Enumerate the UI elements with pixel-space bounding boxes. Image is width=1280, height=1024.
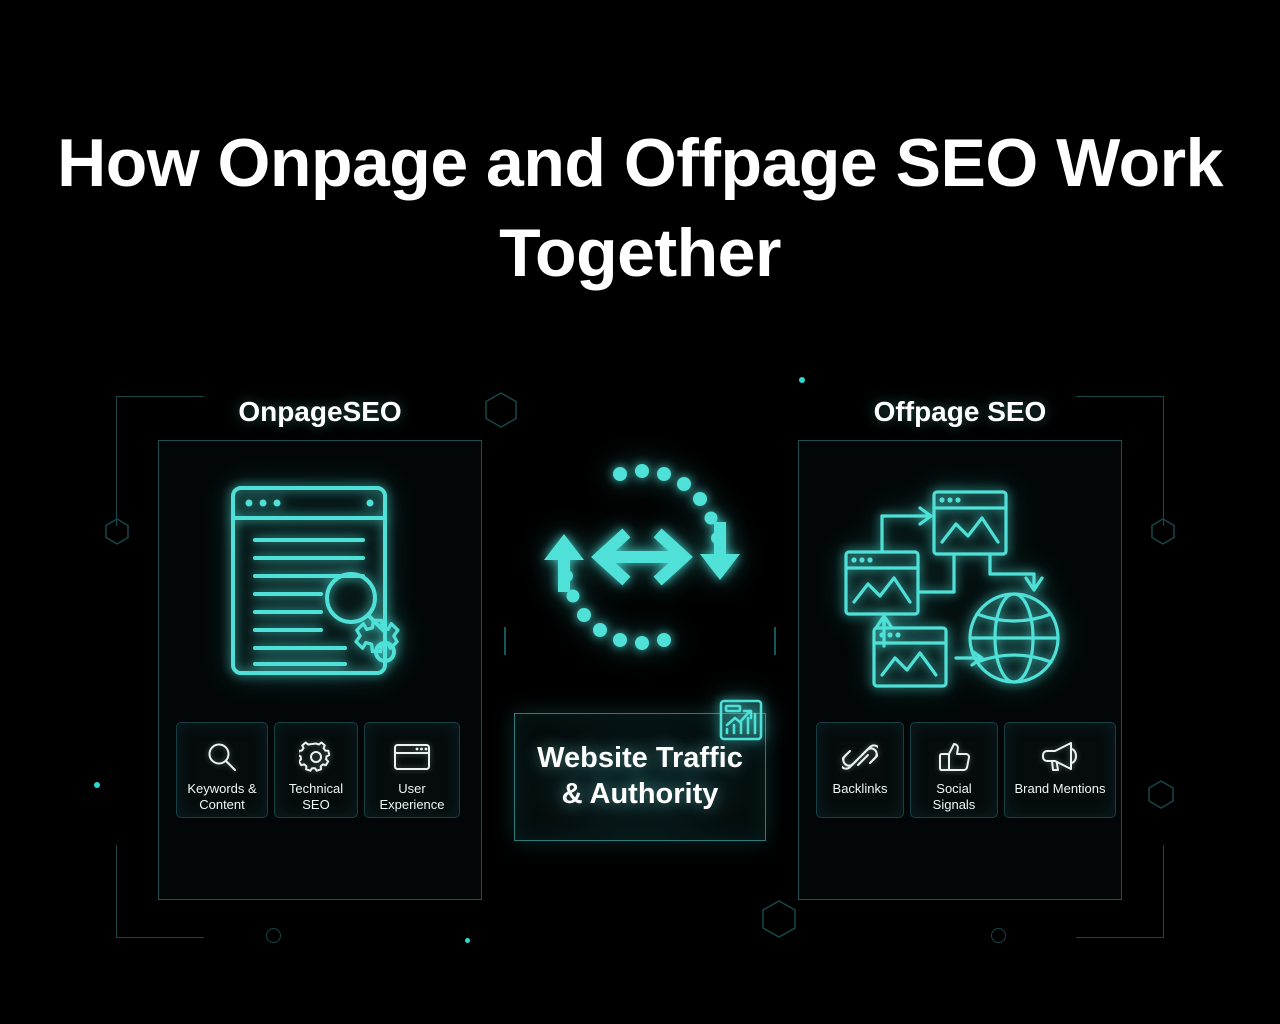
right-panel-heading: Offpage SEO bbox=[873, 396, 1047, 427]
growth-chart-icon bbox=[718, 698, 764, 747]
center-box-label: Website Traffic & Authority bbox=[537, 742, 743, 810]
chip-keywords-content[interactable]: Keywords & Content bbox=[176, 722, 268, 818]
website-traffic-authority-box: Website Traffic & Authority bbox=[514, 713, 766, 841]
dot-decor-top-right bbox=[799, 377, 805, 383]
hexagon-decor-left bbox=[105, 518, 129, 550]
chip-user-experience[interactable]: User Experience bbox=[364, 722, 460, 818]
hexagon-decor-bottom-center bbox=[762, 900, 796, 943]
chip-technical-seo[interactable]: Technical SEO bbox=[274, 722, 358, 818]
chip-backlinks[interactable]: Backlinks bbox=[816, 722, 904, 818]
chip-label: Backlinks bbox=[832, 781, 888, 796]
bidirectional-sync-arrows-icon bbox=[512, 442, 772, 677]
right-panel bbox=[798, 440, 1122, 900]
gear-icon bbox=[299, 737, 333, 777]
chip-brand-mentions[interactable]: Brand Mentions bbox=[1004, 722, 1116, 818]
right-chip-row: Backlinks Social Signals Brand Mentions bbox=[816, 722, 1116, 818]
corner-bracket-top-left bbox=[116, 396, 204, 526]
corner-bracket-bottom-right bbox=[1076, 845, 1164, 938]
page-title: How Onpage and Offpage SEO Work Together bbox=[57, 125, 1223, 292]
chip-label: Social Signals bbox=[932, 781, 976, 812]
dot-decor-bottom-center bbox=[465, 938, 470, 943]
corner-bracket-bottom-left bbox=[116, 845, 204, 938]
network-globe-icon bbox=[838, 470, 1068, 695]
hexagon-decor-top-center bbox=[485, 392, 517, 433]
chain-link-icon bbox=[842, 737, 878, 777]
left-chip-row: Keywords & Content Technical SEO bbox=[176, 722, 460, 818]
chip-social-signals[interactable]: Social Signals bbox=[910, 722, 998, 818]
dot-decor-bottom-left bbox=[94, 782, 100, 788]
megaphone-icon bbox=[1041, 737, 1079, 777]
chip-label: Keywords & Content bbox=[187, 781, 257, 812]
document-magnifier-gear-icon bbox=[225, 480, 415, 685]
tick-decor-right bbox=[774, 627, 776, 655]
browser-window-icon bbox=[393, 737, 431, 777]
tick-decor-left bbox=[504, 627, 506, 655]
hexagon-decor-right bbox=[1151, 518, 1175, 550]
circle-decor-bottom-right bbox=[991, 928, 1006, 943]
chip-label: Brand Mentions bbox=[1014, 781, 1106, 796]
corner-bracket-top-right bbox=[1076, 396, 1164, 526]
hexagon-decor-bottom-right bbox=[1148, 780, 1174, 814]
chip-label: User Experience bbox=[379, 781, 445, 812]
circle-decor-bottom-left bbox=[266, 928, 281, 943]
thumbs-up-icon bbox=[936, 737, 972, 777]
chip-label: Technical SEO bbox=[288, 781, 344, 812]
left-panel-heading: OnpageSEO bbox=[238, 396, 402, 427]
magnifier-icon bbox=[205, 737, 239, 777]
